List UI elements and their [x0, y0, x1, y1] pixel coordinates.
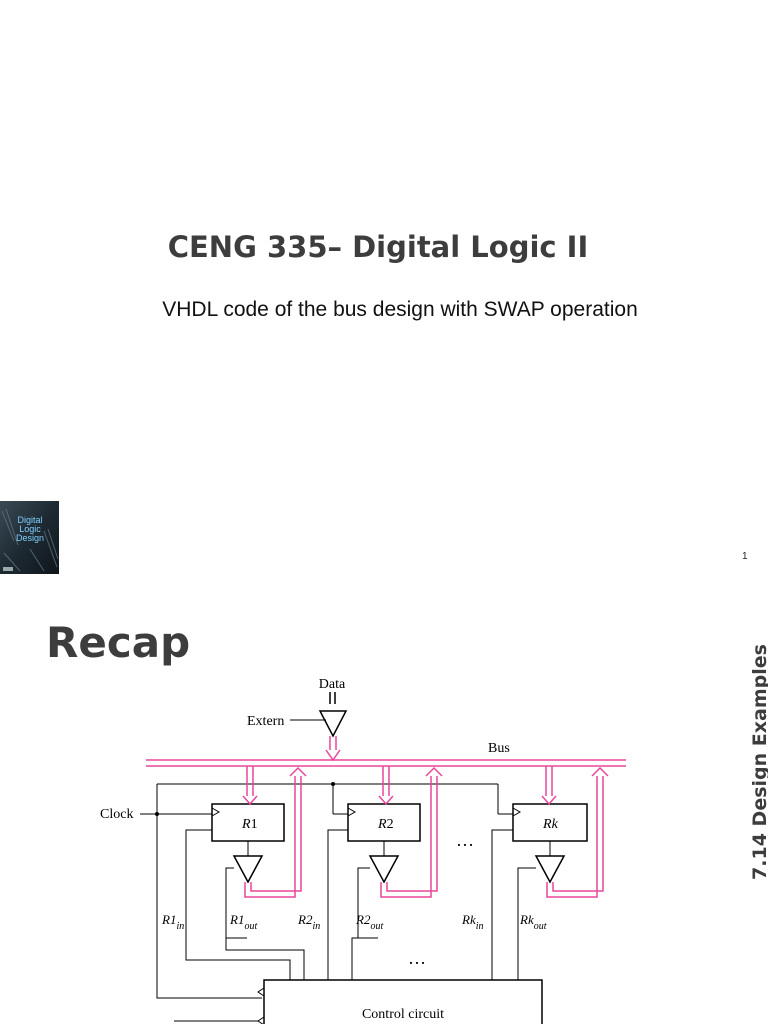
register-r1: R1 [211, 766, 307, 939]
slide-subtitle: VHDL code of the bus design with SWAP op… [162, 298, 638, 321]
svg-text:R1out: R1out [229, 912, 257, 932]
control-circuit: Control circuit [174, 979, 543, 1024]
svg-text:R2: R2 [377, 817, 394, 832]
data-label: Data [319, 677, 346, 692]
svg-text:R1in: R1in [161, 912, 184, 932]
svg-text:R2out: R2out [355, 912, 383, 932]
recap-slide: Recap 7.14 Design Examples Data Extern B… [0, 590, 768, 1024]
book-cover-line-2: Logic [19, 524, 41, 534]
svg-text:Rkin: Rkin [461, 912, 484, 932]
svg-text:R1: R1 [241, 817, 258, 832]
course-title: CENG 335– Digital Logic II [167, 230, 589, 264]
slide-title: Recap [46, 618, 191, 667]
svg-text:Rkout: Rkout [519, 912, 547, 932]
control-circuit-label: Control circuit [362, 1007, 444, 1022]
book-cover-line-3: Design [16, 533, 44, 543]
register-ellipsis: … [456, 830, 474, 850]
extern-label: Extern [247, 714, 284, 729]
page-number: 1 [742, 551, 748, 562]
bus-diagram: Data Extern Bus Clock [100, 677, 626, 1024]
svg-text:Rk: Rk [542, 817, 559, 832]
register-rk: Rk [512, 766, 609, 938]
register-r2: R2 [347, 766, 443, 939]
signals-ellipsis: … [408, 948, 426, 968]
extern-tristate-buffer [318, 710, 348, 738]
title-slide: CENG 335– Digital Logic II VHDL code of … [0, 230, 748, 574]
clock-label: Clock [100, 807, 133, 822]
book-cover-image: Digital Logic Design [0, 501, 59, 574]
bus-lines [146, 736, 626, 767]
svg-text:R2in: R2in [297, 912, 320, 932]
bus-label: Bus [488, 741, 510, 756]
book-cover-line-1: Digital [17, 515, 42, 525]
